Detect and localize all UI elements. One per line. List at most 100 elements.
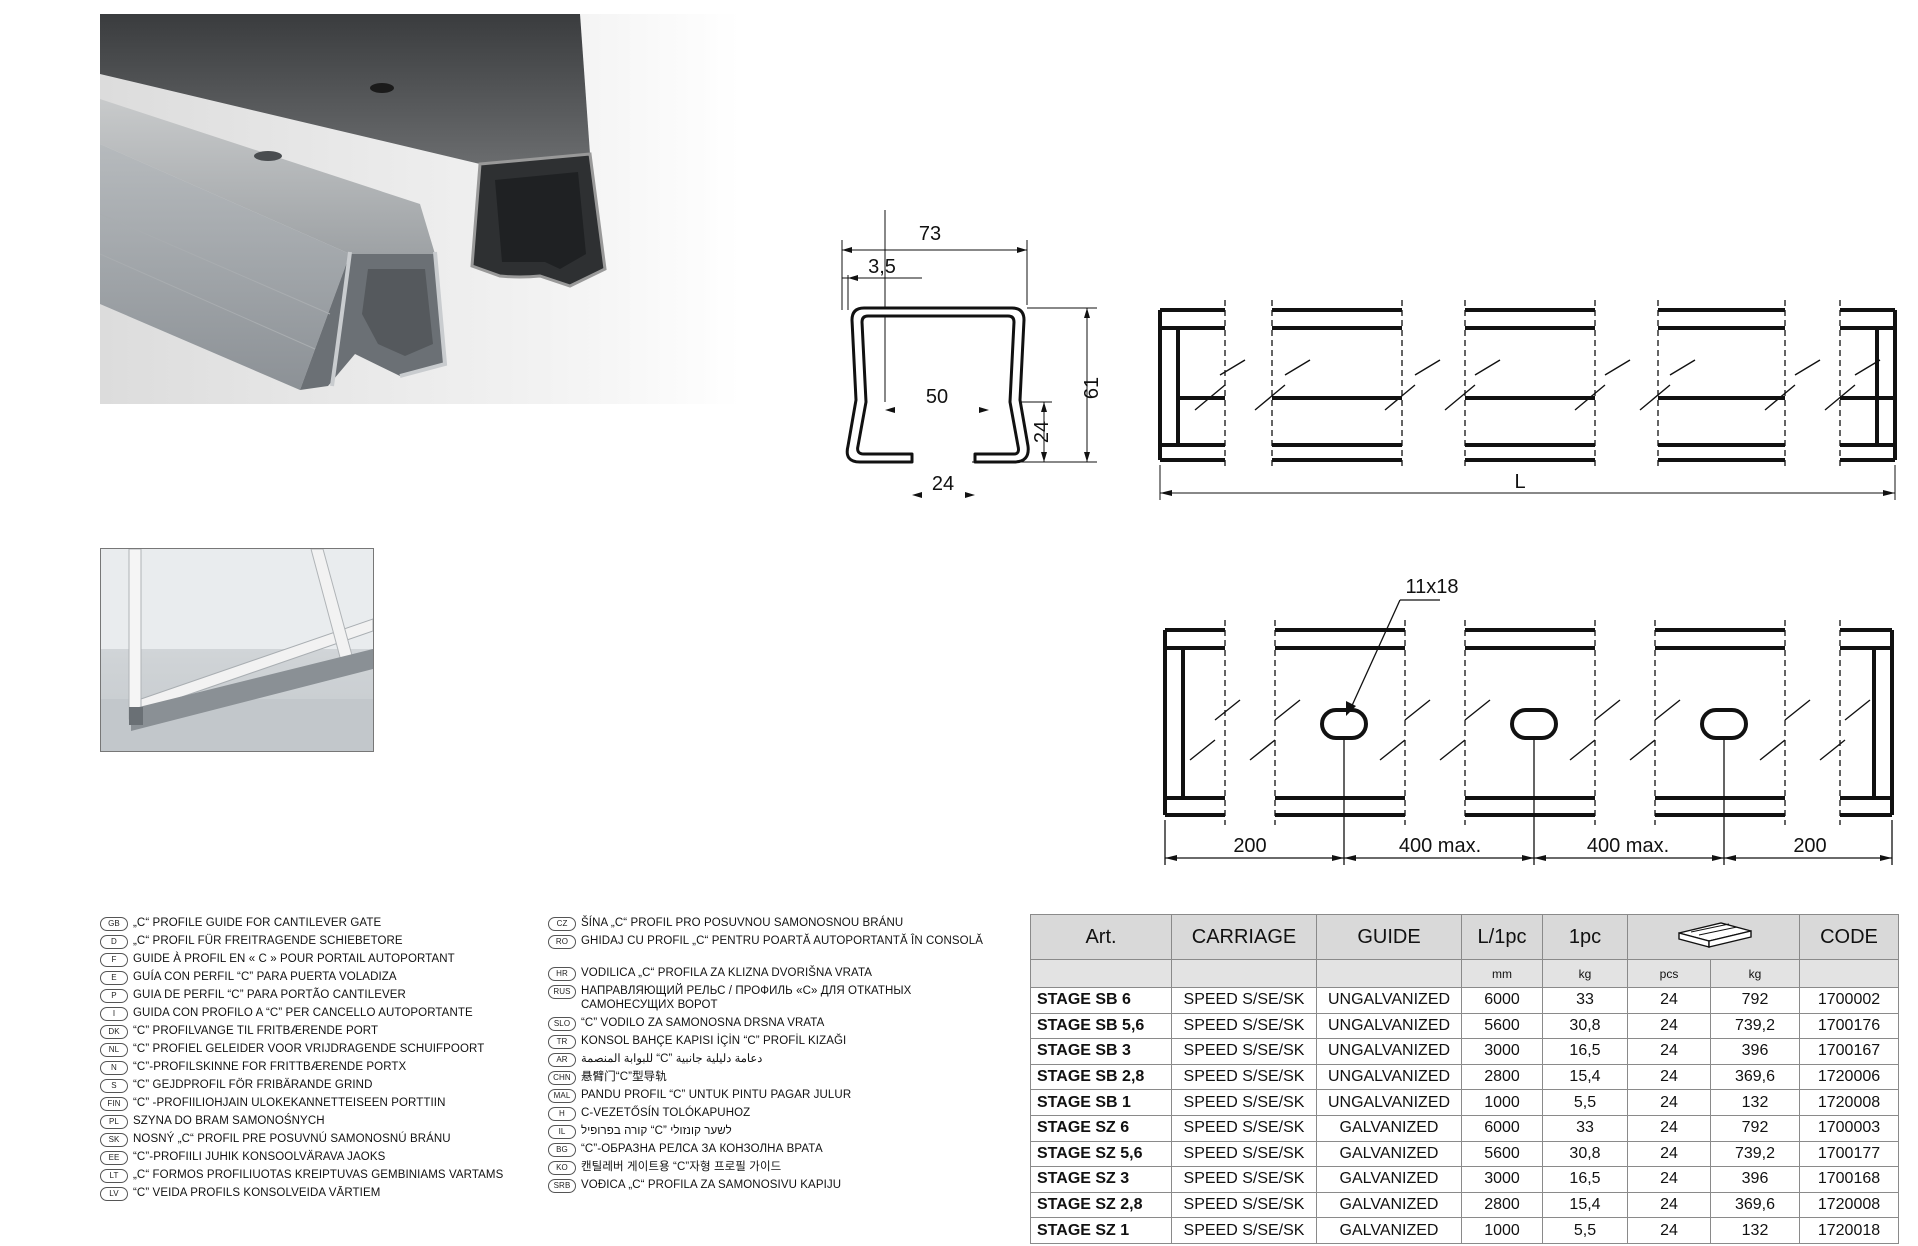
table-header-row: Art. CARRIAGE GUIDE L/1pc 1pc CODE (1030, 914, 1899, 960)
language-description: GUIDA CON PROFILO A “C” PER CANCELLO AUT… (133, 1007, 473, 1019)
cell-pallet-pcs: 24 (1627, 1191, 1711, 1219)
cell-article: STAGE SB 1 (1030, 1089, 1172, 1116)
language-item-d: D„C“ PROFIL FÜR FREITRAGENDE SCHIEBETORE (100, 934, 540, 952)
language-description: “C” VEIDA PROFILS KONSOLVEIDA VĀRTIEM (133, 1187, 381, 1199)
language-code-badge: NL (100, 1043, 128, 1057)
hole-pattern-drawing: 11x18 200 400 max. 400 max. 200 (1150, 570, 1918, 880)
language-item-bg: BG“C”-ОБРАЗНА РЕЛСА ЗА КОНЗОЛНА ВРАТА (548, 1142, 988, 1160)
dim-length-L: L (1514, 471, 1525, 493)
unit-kg-pallet: kg (1710, 959, 1800, 988)
cell-pallet-pcs: 24 (1627, 1114, 1711, 1142)
language-item-nl: NL “C” PROFIEL GELEIDER VOOR VRIJDRAGENDE… (100, 1042, 540, 1060)
language-description: “C” GEJDPROFIL FÖR FRIBÄRANDE GRIND (133, 1079, 373, 1091)
language-code-badge: RUS (548, 985, 576, 999)
cell-carriage: SPEED S/SE/SK (1171, 1114, 1317, 1142)
cell-carriage: SPEED S/SE/SK (1171, 1217, 1317, 1244)
cell-weight-kg: 33 (1542, 1114, 1628, 1142)
dim-height-24: 24 (1031, 421, 1053, 443)
cell-length-mm: 5600 (1461, 1012, 1543, 1040)
unit-cell (1799, 959, 1899, 988)
cell-pallet-pcs: 24 (1627, 1140, 1711, 1168)
unit-mm: mm (1461, 959, 1543, 988)
language-code-badge: HR (548, 967, 576, 981)
application-photo-gate (100, 548, 374, 752)
cell-length-mm: 6000 (1461, 1114, 1543, 1142)
language-item-slo: SLO “C” VODILO ZA SAMONOSNA DRSNA VRATA (548, 1016, 988, 1034)
language-description: „C“ PROFIL FÜR FREITRAGENDE SCHIEBETORE (133, 935, 403, 947)
language-description: “C” PROFIEL GELEIDER VOOR VRIJDRAGENDE S… (133, 1043, 485, 1055)
language-code-badge: SRB (548, 1179, 576, 1193)
col-header-weight: 1pc (1542, 914, 1628, 960)
language-description: VODILICA „C“ PROFILA ZA KLIZNA DVORIŠNA … (581, 967, 873, 979)
unit-cell (1030, 959, 1172, 988)
language-description: “C” VODILO ZA SAMONOSNA DRSNA VRATA (581, 1017, 825, 1029)
language-code-badge: F (100, 953, 128, 967)
cell-article: STAGE SZ 5,6 (1030, 1140, 1172, 1168)
language-description: SZYNA DO BRAM SAMONOŚNYCH (133, 1115, 325, 1127)
language-code-badge: H (548, 1107, 576, 1121)
cell-pallet-kg: 132 (1710, 1089, 1800, 1116)
cell-code: 1720018 (1799, 1217, 1899, 1244)
language-code-badge: SLO (548, 1017, 576, 1031)
cell-pallet-kg: 369,6 (1710, 1063, 1800, 1091)
cell-carriage: SPEED S/SE/SK (1171, 1166, 1317, 1193)
dim-height-61: 61 (1081, 377, 1102, 399)
language-code-badge: CHN (548, 1071, 576, 1085)
language-item-i: I GUIDA CON PROFILO A “C” PER CANCELLO AU… (100, 1006, 540, 1024)
language-code-badge: N (100, 1061, 128, 1075)
cell-carriage: SPEED S/SE/SK (1171, 1089, 1317, 1116)
dim-thickness: 3,5 (868, 256, 896, 278)
language-code-badge: FIN (100, 1097, 128, 1111)
language-description: ŠÍNA „C“ PROFIL PRO POSUVNOU SAMONOSNOU … (581, 917, 904, 929)
cell-pallet-kg: 739,2 (1710, 1140, 1800, 1168)
cell-weight-kg: 33 (1542, 987, 1628, 1014)
cell-length-mm: 5600 (1461, 1140, 1543, 1168)
language-code-badge: E (100, 971, 128, 985)
cell-pallet-pcs: 24 (1627, 987, 1711, 1014)
cell-pallet-pcs: 24 (1627, 1038, 1711, 1065)
product-photo-c-profiles (99, 14, 740, 404)
col-header-code: CODE (1799, 914, 1899, 960)
cell-code: 1700176 (1799, 1012, 1899, 1040)
cell-article: STAGE SB 3 (1030, 1038, 1172, 1065)
cell-length-mm: 6000 (1461, 987, 1543, 1014)
cell-pallet-kg: 396 (1710, 1166, 1800, 1193)
language-item-s: S“C” GEJDPROFIL FÖR FRIBÄRANDE GRIND (100, 1078, 540, 1096)
language-code-badge: GB (100, 917, 128, 931)
cell-pallet-kg: 396 (1710, 1038, 1800, 1065)
language-code-badge: LV (100, 1187, 128, 1201)
col-header-carriage: CARRIAGE (1171, 914, 1317, 960)
language-description: НАПРАВЛЯЮЩИЙ РЕЛЬС / ПРОФИЛЬ «С» ДЛЯ ОТК… (581, 985, 912, 1011)
cell-article: STAGE SZ 2,8 (1030, 1191, 1172, 1219)
language-description: GUÍA CON PERFIL “C” PARA PUERTA VOLADIZA (133, 971, 397, 983)
cell-pallet-kg: 369,6 (1710, 1191, 1800, 1219)
cell-guide: GALVANIZED (1316, 1191, 1462, 1219)
cell-carriage: SPEED S/SE/SK (1171, 1012, 1317, 1040)
cell-length-mm: 2800 (1461, 1191, 1543, 1219)
language-code-badge: EE (100, 1151, 128, 1165)
language-code-badge: I (100, 1007, 128, 1021)
cell-pallet-kg: 132 (1710, 1217, 1800, 1244)
dim-last-200: 200 (1793, 835, 1826, 857)
unit-pcs: pcs (1627, 959, 1711, 988)
cell-article: STAGE SB 2,8 (1030, 1063, 1172, 1091)
cell-guide: GALVANIZED (1316, 1217, 1462, 1244)
cell-carriage: SPEED S/SE/SK (1171, 1038, 1317, 1065)
language-description: KONSOL BAHÇE KAPISI İÇİN “C” PROFİL KIZA… (581, 1035, 847, 1047)
cell-guide: UNGALVANIZED (1316, 1012, 1462, 1040)
language-description: GUIA DE PERFIL “C” PARA PORTÃO CANTILEVE… (133, 989, 406, 1001)
language-description: 캔틸레버 게이트용 “C”자형 프로필 가이드 (581, 1161, 782, 1173)
